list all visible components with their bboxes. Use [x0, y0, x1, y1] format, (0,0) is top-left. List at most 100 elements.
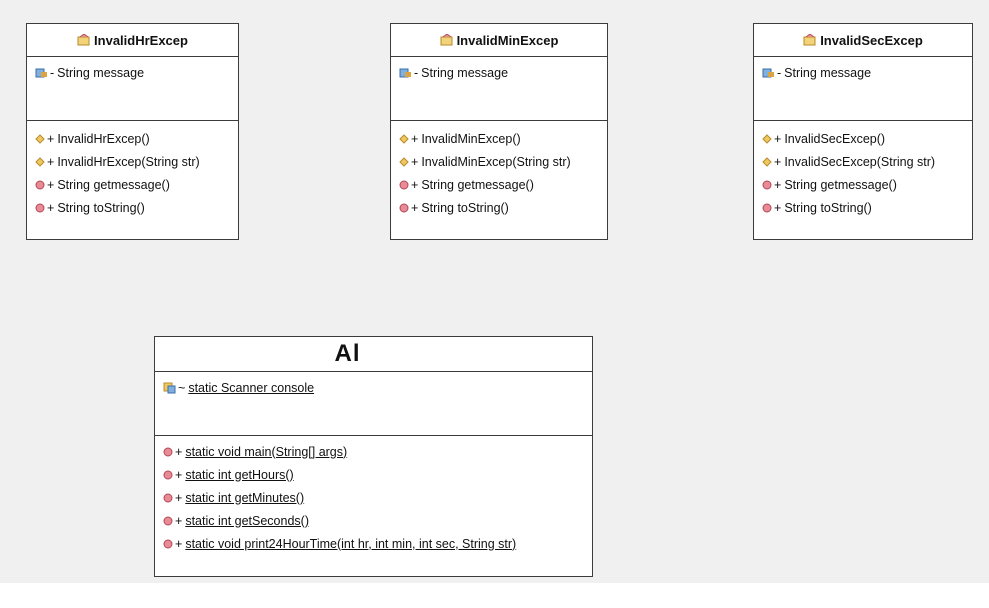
- fields-section: - String message: [754, 57, 972, 121]
- class-box-invalidhrexcep[interactable]: InvalidHrExcep - String message + Invali…: [26, 23, 239, 240]
- field-row[interactable]: - String message: [754, 66, 972, 80]
- method-text: InvalidMinExcep(String str): [421, 154, 571, 169]
- method-icon: [163, 539, 173, 548]
- method-row[interactable]: + static int getHours(): [155, 463, 592, 486]
- method-row[interactable]: + InvalidMinExcep(): [391, 127, 607, 150]
- method-icon: [399, 180, 409, 189]
- method-text: InvalidHrExcep(): [57, 131, 150, 146]
- private-field-icon: [35, 68, 47, 78]
- method-icon: [163, 493, 173, 502]
- visibility-marker: +: [411, 200, 419, 215]
- visibility-marker: +: [774, 177, 782, 192]
- class-title: InvalidSecExcep: [754, 24, 972, 57]
- method-text: InvalidHrExcep(String str): [57, 154, 200, 169]
- static-field-icon: [163, 382, 176, 394]
- methods-section: + InvalidMinExcep() + InvalidMinExcep(St…: [391, 121, 607, 219]
- visibility-marker: -: [777, 66, 782, 80]
- visibility-marker: +: [774, 200, 782, 215]
- method-text: static void print24HourTime(int hr, int …: [185, 536, 517, 551]
- method-icon: [163, 470, 173, 479]
- field-text: String message: [57, 66, 145, 80]
- method-row[interactable]: + static void print24HourTime(int hr, in…: [155, 532, 592, 555]
- visibility-marker: -: [414, 66, 419, 80]
- method-row[interactable]: + static int getSeconds(): [155, 509, 592, 532]
- constructor-icon: [399, 133, 409, 144]
- method-row[interactable]: + String getmessage(): [391, 173, 607, 196]
- method-text: InvalidMinExcep(): [421, 131, 521, 146]
- method-text: InvalidSecExcep(): [784, 131, 886, 146]
- field-row[interactable]: - String message: [27, 66, 238, 80]
- method-text: static int getMinutes(): [185, 490, 305, 505]
- method-row[interactable]: + InvalidMinExcep(String str): [391, 150, 607, 173]
- visibility-marker: -: [50, 66, 55, 80]
- class-name: InvalidHrExcep: [94, 32, 188, 48]
- constructor-icon: [762, 133, 772, 144]
- method-row[interactable]: + InvalidHrExcep(String str): [27, 150, 238, 173]
- fields-section: - String message: [391, 57, 607, 121]
- visibility-marker: +: [175, 490, 183, 505]
- method-text: static void main(String[] args): [185, 444, 348, 459]
- visibility-marker: +: [47, 154, 55, 169]
- class-name: InvalidMinExcep: [456, 32, 559, 48]
- field-text: String message: [784, 66, 872, 80]
- method-row[interactable]: + String toString(): [27, 196, 238, 219]
- visibility-marker: +: [175, 513, 183, 528]
- method-icon: [163, 516, 173, 525]
- method-row[interactable]: + String toString(): [754, 196, 972, 219]
- constructor-icon: [399, 156, 409, 167]
- class-box-invalidsecexcep[interactable]: InvalidSecExcep - String message + Inval…: [753, 23, 973, 240]
- method-row[interactable]: + InvalidHrExcep(): [27, 127, 238, 150]
- field-text: static Scanner console: [188, 381, 315, 395]
- methods-section: + InvalidSecExcep() + InvalidSecExcep(St…: [754, 121, 972, 219]
- method-text: String getmessage(): [784, 177, 897, 192]
- method-icon: [35, 180, 45, 189]
- visibility-marker: +: [411, 154, 419, 169]
- method-row[interactable]: + InvalidSecExcep(): [754, 127, 972, 150]
- method-text: String toString(): [784, 200, 872, 215]
- visibility-marker: +: [774, 131, 782, 146]
- visibility-marker: +: [47, 131, 55, 146]
- constructor-icon: [35, 133, 45, 144]
- visibility-marker: +: [47, 177, 55, 192]
- class-name: Al: [334, 340, 361, 367]
- constructor-icon: [762, 156, 772, 167]
- visibility-marker: +: [175, 536, 183, 551]
- class-title: InvalidHrExcep: [27, 24, 238, 57]
- visibility-marker: +: [175, 467, 183, 482]
- field-row[interactable]: - String message: [391, 66, 607, 80]
- method-icon: [399, 203, 409, 212]
- exception-class-icon: [77, 34, 90, 46]
- method-icon: [762, 203, 772, 212]
- visibility-marker: +: [411, 131, 419, 146]
- field-text: String message: [421, 66, 509, 80]
- class-box-al[interactable]: Al ~ static Scanner console + static voi…: [154, 336, 593, 577]
- exception-class-icon: [803, 34, 816, 46]
- method-icon: [163, 447, 173, 456]
- method-text: String getmessage(): [57, 177, 170, 192]
- method-row[interactable]: + static void main(String[] args): [155, 440, 592, 463]
- class-name: InvalidSecExcep: [820, 32, 923, 48]
- fields-section: - String message: [27, 57, 238, 121]
- private-field-icon: [762, 68, 774, 78]
- method-text: String getmessage(): [421, 177, 534, 192]
- canvas-bottom-strip: [0, 583, 989, 608]
- method-text: static int getHours(): [185, 467, 294, 482]
- method-text: String toString(): [421, 200, 509, 215]
- constructor-icon: [35, 156, 45, 167]
- method-text: String toString(): [57, 200, 145, 215]
- method-row[interactable]: + static int getMinutes(): [155, 486, 592, 509]
- class-title: Al: [155, 337, 592, 372]
- method-row[interactable]: + String toString(): [391, 196, 607, 219]
- class-box-invalidminexcep[interactable]: InvalidMinExcep - String message + Inval…: [390, 23, 608, 240]
- field-row[interactable]: ~ static Scanner console: [155, 381, 592, 395]
- private-field-icon: [399, 68, 411, 78]
- exception-class-icon: [440, 34, 453, 46]
- visibility-marker: ~: [178, 381, 186, 395]
- method-row[interactable]: + String getmessage(): [27, 173, 238, 196]
- visibility-marker: +: [47, 200, 55, 215]
- visibility-marker: +: [175, 444, 183, 459]
- method-row[interactable]: + InvalidSecExcep(String str): [754, 150, 972, 173]
- method-icon: [762, 180, 772, 189]
- method-row[interactable]: + String getmessage(): [754, 173, 972, 196]
- redacted-area: [362, 343, 413, 365]
